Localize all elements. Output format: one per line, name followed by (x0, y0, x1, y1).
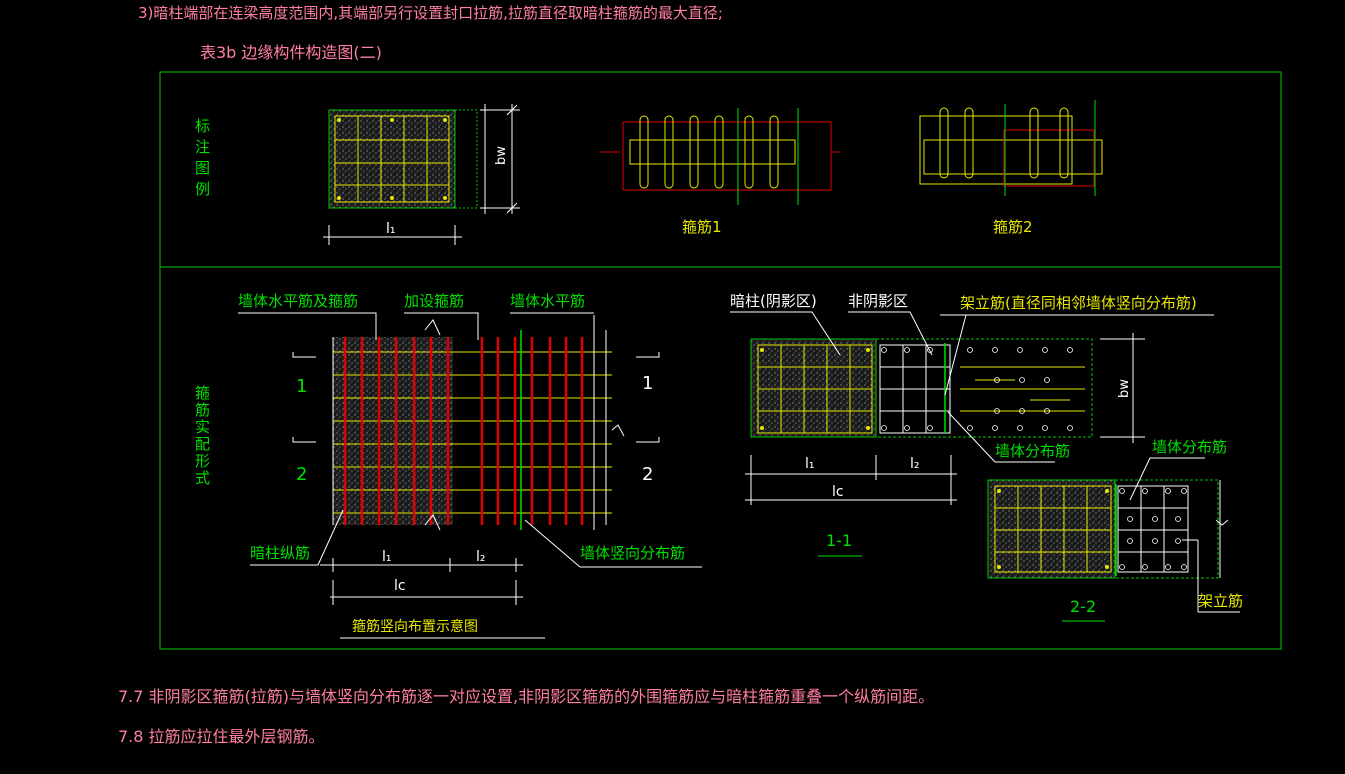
label-added-stirrup: 加设箍筋 (404, 292, 464, 310)
label-erection-bar: 架立筋(直径同相邻墙体竖向分布筋) (960, 294, 1197, 312)
dim-lc-section: lc (832, 484, 844, 500)
label-column-longitudinal: 暗柱纵筋 (250, 544, 310, 562)
legend-row-label: 标注图例 (193, 118, 211, 202)
section-1-1-drawing (730, 311, 1214, 505)
section-1-1-title: 1-1 (826, 531, 852, 550)
stirrup2-label: 箍筋2 (993, 218, 1033, 236)
section-2-2-title: 2-2 (1070, 597, 1096, 616)
note-3: 3)暗柱端部在连梁高度范围内,其端部另行设置封口拉筋,拉筋直径取暗柱箍筋的最大直… (138, 4, 723, 22)
legend-bw-label: bw (494, 146, 509, 165)
table-frame (159, 71, 1282, 650)
dim-l1-section: l₁ (805, 456, 815, 472)
label-wall-horizontal: 墙体水平筋 (510, 292, 585, 310)
section-mark-1-left: 1 (296, 376, 307, 397)
stirrup1-label: 箍筋1 (682, 218, 722, 236)
section-mark-2-right: 2 (642, 464, 653, 485)
note-7-8: 7.8 拉筋应拉住最外层钢筋。 (118, 727, 325, 746)
note-7-7: 7.7 非阴影区箍筋(拉筋)与墙体竖向分布筋逐一对应设置,非阴影区箍筋的外围箍筋… (118, 687, 934, 706)
section-mark-2-left: 2 (296, 464, 307, 485)
section-2-2-drawing (987, 457, 1240, 613)
layout-row-label: 箍筋实配形式 (193, 385, 211, 487)
label-wall-distribution: 墙体分布筋 (995, 442, 1070, 460)
section-mark-1-right: 1 (642, 373, 653, 394)
dim-l2-left: l₂ (476, 549, 486, 565)
stirrup2-diagram (919, 100, 1103, 196)
legend-column-section (323, 104, 520, 245)
dim-l1-left: l₁ (382, 549, 392, 565)
label-erection-bar-short: 架立筋 (1198, 592, 1243, 610)
stirrup1-diagram (600, 108, 840, 205)
label-wall-horizontal-stirrup: 墙体水平筋及箍筋 (238, 292, 358, 310)
label-shaded-zone: 暗柱(阴影区) (730, 292, 817, 310)
legend-l1-label: l₁ (386, 221, 396, 237)
label-wall-vertical-distribution: 墙体竖向分布筋 (580, 544, 685, 562)
label-non-shaded-zone: 非阴影区 (848, 292, 908, 310)
caption-vertical-layout: 箍筋竖向布置示意图 (352, 618, 478, 635)
dim-bw-section: bw (1117, 379, 1132, 398)
dim-lc-left: lc (394, 578, 406, 594)
table-title: 表3b 边缘构件构造图(二) (200, 43, 382, 62)
elevation-drawing (238, 312, 702, 639)
label-wall-distribution-2: 墙体分布筋 (1152, 438, 1227, 456)
dim-l2-section: l₂ (910, 456, 920, 472)
